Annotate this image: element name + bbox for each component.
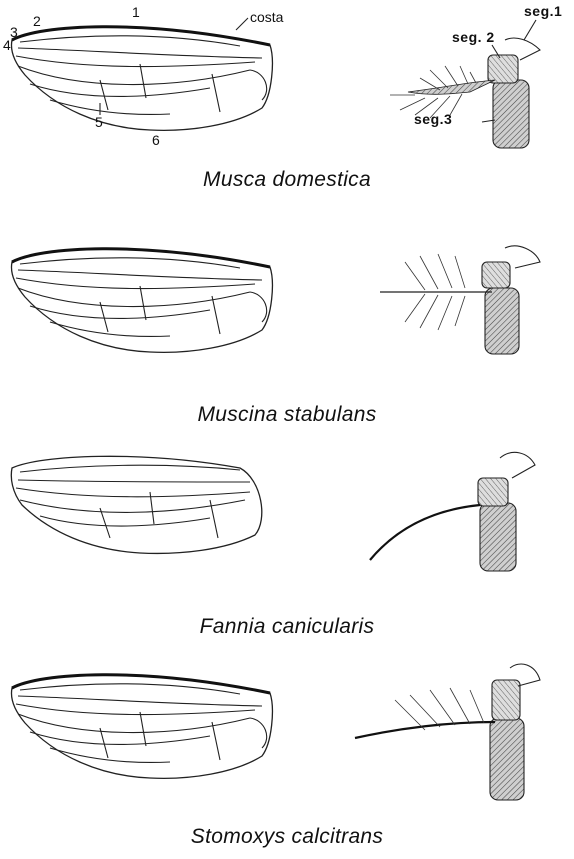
species-name-muscina-stabulans: Muscina stabulans <box>0 403 574 427</box>
vein-1 <box>20 36 240 46</box>
antenna-fannia-canicularis <box>370 452 535 571</box>
wing-musca-domestica <box>12 27 273 131</box>
label-vein-1: 1 <box>132 4 140 20</box>
label-vein-4: 4 <box>3 37 11 53</box>
antenna-muscina-stabulans <box>380 246 540 354</box>
seg-1-pointer <box>524 20 536 40</box>
wing-fannia-canicularis <box>11 456 261 553</box>
species-name-fannia-canicularis: Fannia canicularis <box>0 615 574 639</box>
wing-base <box>250 70 267 100</box>
vein-4 <box>18 66 250 85</box>
antenna-seg-2 <box>488 55 518 83</box>
antenna-stomoxys-calcitrans <box>355 664 540 800</box>
wing-stomoxys-calcitrans <box>12 675 273 779</box>
label-vein-6: 6 <box>152 132 160 148</box>
vein-2 <box>18 48 262 58</box>
label-seg-1: seg.1 <box>524 3 562 19</box>
vein-5 <box>30 84 210 97</box>
label-vein-5: 5 <box>95 114 103 130</box>
label-vein-2: 2 <box>33 13 41 29</box>
vein-6 <box>50 100 170 114</box>
label-seg-2: seg. 2 <box>452 29 495 45</box>
vein-3 <box>16 56 255 67</box>
arista <box>408 80 495 94</box>
species-name-stomoxys-calcitrans: Stomoxys calcitrans <box>0 825 574 849</box>
costa-pointer <box>236 18 248 30</box>
vein-number-labels: 1 2 3 4 5 6 costa <box>3 4 284 148</box>
label-vein-3: 3 <box>10 24 18 40</box>
antenna-musca-domestica <box>390 38 540 148</box>
antenna-seg-3 <box>493 80 529 148</box>
wing-muscina-stabulans <box>12 249 273 353</box>
label-costa: costa <box>250 9 284 25</box>
species-name-musca-domestica: Musca domestica <box>0 168 574 192</box>
cross-vein <box>100 64 220 112</box>
label-seg-3: seg.3 <box>414 111 452 127</box>
